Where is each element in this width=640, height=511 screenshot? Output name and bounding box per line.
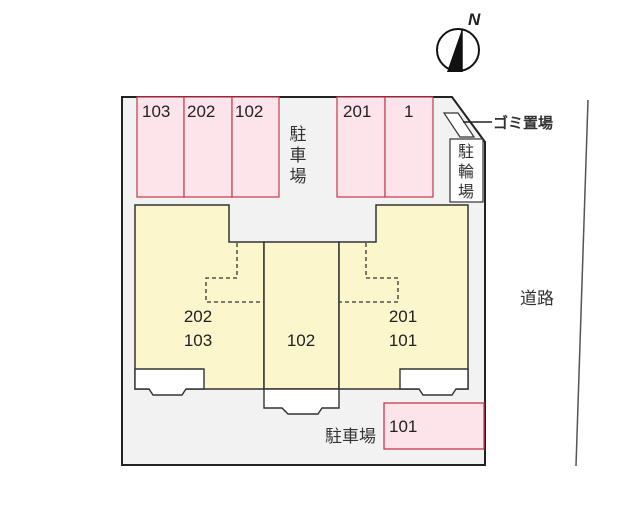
unit-center-label: 102 [287, 331, 315, 350]
compass-icon: N [436, 10, 481, 72]
stairs-outline-left [205, 243, 264, 303]
unit-left-label-2: 103 [184, 331, 212, 350]
parking-space[interactable] [384, 96, 434, 198]
unit-right-label-1: 201 [389, 307, 417, 326]
parking-space-label: 103 [142, 102, 170, 121]
parking-space[interactable] [136, 96, 185, 198]
bicycle-parking[interactable] [449, 138, 484, 203]
bicycle-label-char: 駐 [458, 142, 474, 161]
road-label: 道路 [520, 289, 554, 309]
stairs-outline-right [339, 243, 399, 303]
balcony-left [134, 368, 205, 396]
parking-label-char: 駐 [290, 125, 307, 145]
parking-space[interactable] [231, 96, 280, 198]
bicycle-label-char: 輪 [458, 162, 474, 181]
entrance-center [263, 388, 340, 415]
parking-space-label: 102 [235, 102, 263, 121]
parking-space-label: 201 [343, 102, 371, 121]
building: 202 103 102 201 101 [134, 204, 469, 415]
parking-space-label: 202 [187, 102, 215, 121]
bicycle-label-char: 場 [458, 182, 474, 201]
compass-north-label: N [468, 10, 481, 29]
parking-bottom-label: 駐車場 [325, 427, 376, 447]
parking-space[interactable] [183, 96, 233, 198]
parking-space-label: 101 [389, 417, 417, 436]
parking-label-char: 車 [290, 146, 307, 166]
unit-right-label-2: 101 [389, 331, 417, 350]
parking-space-bottom[interactable] [383, 402, 485, 450]
unit-center[interactable] [263, 241, 340, 390]
parking-space-label: 1 [404, 102, 413, 121]
unit-left-label-1: 202 [184, 307, 212, 326]
garbage-area[interactable] [442, 112, 476, 138]
parking-top: 103 202 102 201 1 駐 車 場 [136, 96, 434, 198]
road-edge-line [575, 99, 589, 467]
garbage-label: ゴミ置場 [493, 114, 553, 132]
balcony-right [399, 368, 469, 396]
parking-label-char: 場 [290, 167, 307, 187]
